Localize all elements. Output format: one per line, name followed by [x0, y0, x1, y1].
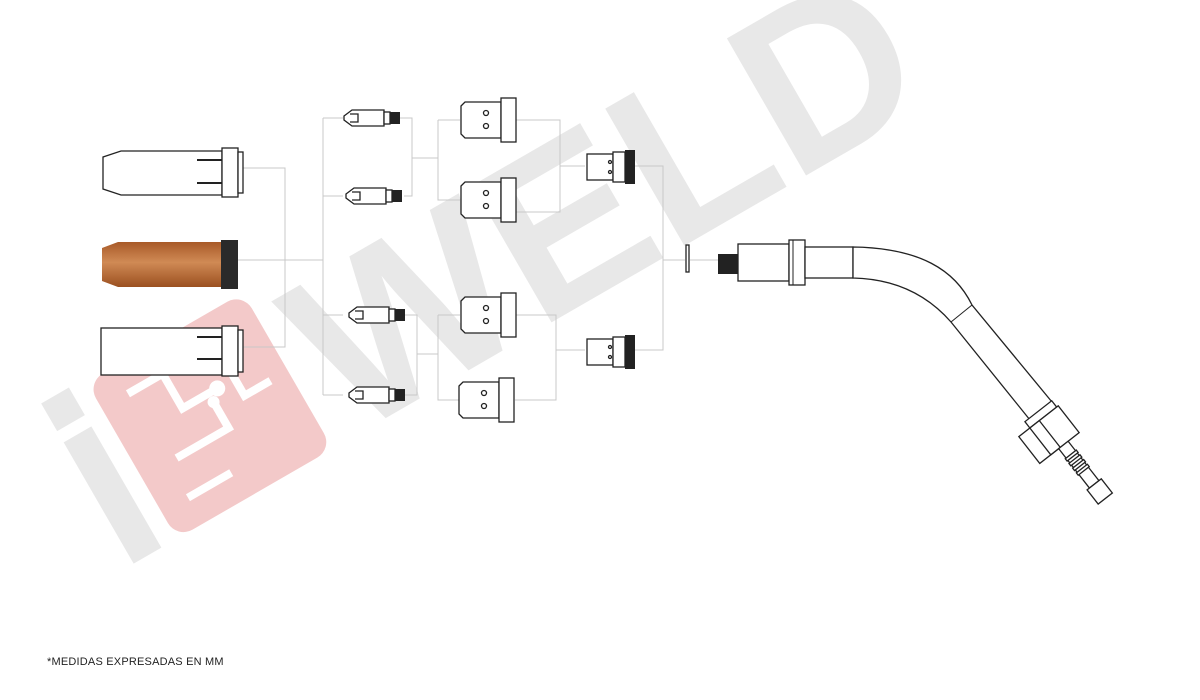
contact-tip — [343, 109, 401, 127]
contact-tip — [348, 306, 406, 324]
gas-diffuser — [458, 377, 515, 423]
gas-diffuser — [460, 97, 517, 143]
measurement-footnote: *MEDIDAS EXPRESADAS EN MM — [47, 656, 224, 668]
nozzle-cylindrical — [100, 325, 244, 377]
contact-tip — [348, 386, 406, 404]
tip-holder — [586, 334, 636, 370]
nozzle-conical — [102, 147, 244, 198]
connector-lines — [238, 117, 718, 401]
contact-tip — [345, 187, 403, 205]
tip-holder — [586, 149, 636, 185]
gas-diffuser — [460, 292, 517, 338]
insulating-washer — [685, 244, 690, 273]
gas-diffuser — [460, 177, 517, 223]
nozzle-copper — [102, 240, 238, 289]
svg-text:WELD: WELD — [246, 0, 961, 481]
swan-neck — [718, 239, 1114, 505]
